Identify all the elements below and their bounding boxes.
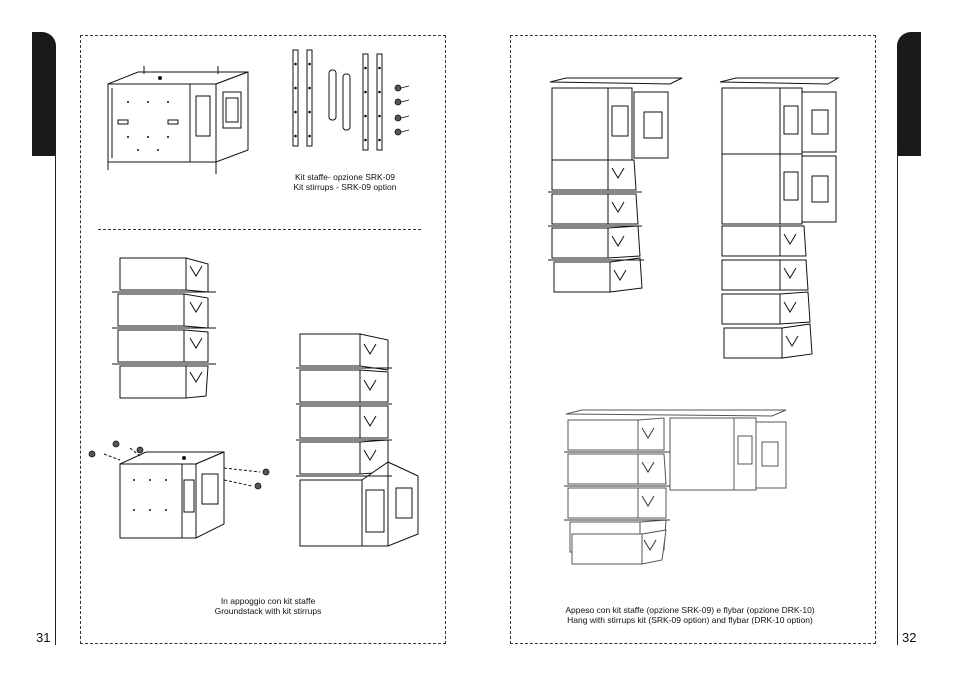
caption-groundstack: In appoggio con kit staffe Groundstack w… [178, 596, 358, 616]
subwoofer-cabinet-illustration [107, 66, 249, 174]
page-number-left: 31 [36, 630, 51, 645]
stirrups-kit-illustration [292, 49, 410, 151]
right-page-edge [897, 150, 898, 645]
caption-groundstack-en: Groundstack with kit stirrups [214, 606, 322, 616]
flown-array-subs-illustration [548, 77, 683, 293]
sub-with-screws-illustration [88, 440, 270, 539]
page-number-right: 32 [902, 630, 917, 645]
caption-stirrups-it: Kit staffe- opzione SRK-09 [294, 172, 395, 182]
caption-hang-en: Hang with stirrups kit (SRK-09 option) a… [567, 615, 813, 625]
left-page-frame [80, 35, 446, 644]
caption-stirrups-en: Kit stirrups - SRK-09 option [293, 182, 397, 192]
caption-stirrups-kit: Kit staffe- opzione SRK-09 Kit stirrups … [270, 172, 420, 192]
right-page-tab [897, 32, 921, 156]
groundstack-illustration [296, 333, 419, 547]
caption-hang-flybar: Appeso con kit staffe (opzione SRK-09) e… [520, 605, 860, 625]
right-page-frame [510, 35, 876, 644]
hang-flybar-illustration [564, 409, 787, 565]
left-page-tab [32, 32, 56, 156]
caption-hang-it: Appeso con kit staffe (opzione SRK-09) e… [565, 605, 815, 615]
left-section-divider [98, 229, 421, 230]
left-page-edge [55, 150, 56, 645]
caption-groundstack-it: In appoggio con kit staffe [220, 596, 316, 606]
flown-array-subs-stacked-illustration [719, 77, 840, 359]
line-array-stack-illustration [112, 257, 216, 399]
